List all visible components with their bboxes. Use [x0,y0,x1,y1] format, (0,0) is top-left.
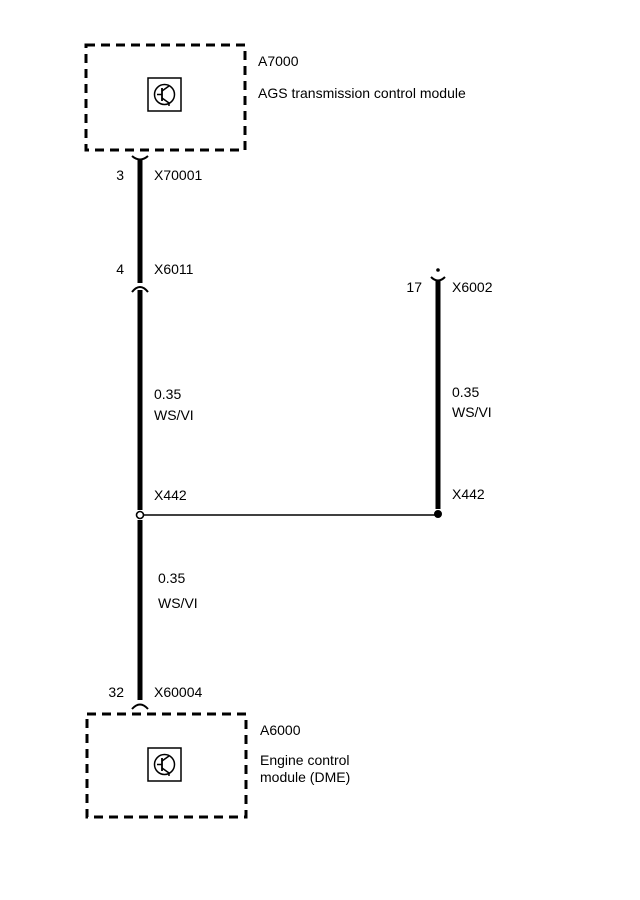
module-name-bottom: Engine control module (DME) [260,752,351,785]
splice-right-x442 [434,510,442,518]
module-name-top: AGS transmission control module [258,85,466,101]
connector-pin-x60004: 32 [108,684,124,700]
transistor-icon [147,747,182,782]
connector-pin-x6002: 17 [406,279,422,295]
connector-pin-x70001: 3 [116,167,124,183]
module-code-top: A7000 [258,53,299,69]
splice-left-x442 [135,510,145,520]
connector-id-x70001: X70001 [154,167,203,183]
connector-x60004 [131,703,149,710]
connector-x6002 [430,276,446,282]
wire-color-upper-left: WS/VI [154,407,194,423]
wire-gauge-lower-left: 0.35 [158,570,186,586]
module-outline-a6000 [85,712,248,819]
connector-x70001 [131,155,149,161]
splice-label-left: X442 [154,487,187,503]
connector-pin-x6011: 4 [116,261,124,277]
splice-label-right: X442 [452,486,485,502]
transistor-icon [147,77,182,112]
connector-id-x6011: X6011 [154,261,194,277]
connector-x6011 [131,286,149,293]
wire-color-right: WS/VI [452,404,492,420]
module-code-bottom: A6000 [260,722,301,738]
wire-gauge-right: 0.35 [452,384,480,400]
module-outline-a7000 [84,43,247,152]
wire-color-lower-left: WS/VI [158,595,198,611]
connector-x6002-dot [436,268,440,272]
wire-gauge-upper-left: 0.35 [154,386,182,402]
connector-id-x6002: X6002 [452,279,493,295]
connector-id-x60004: X60004 [154,684,203,700]
